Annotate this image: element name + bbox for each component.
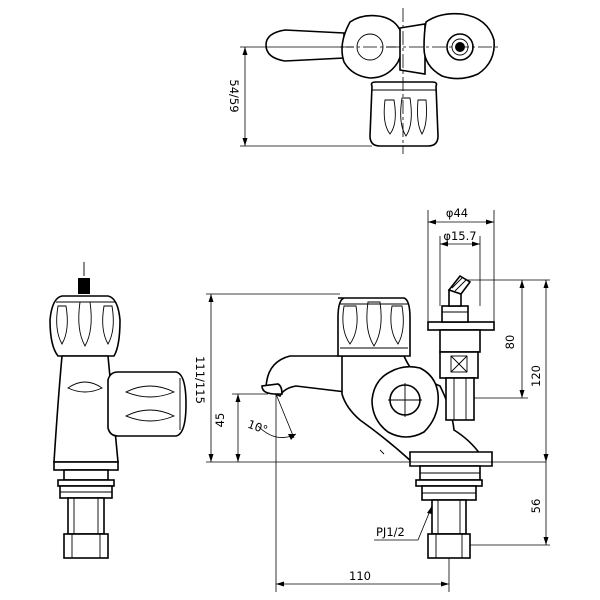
top-view-base-knob [369, 81, 439, 147]
total-height-dim: 120 [529, 365, 543, 387]
top-view-lever-handle [265, 29, 345, 62]
thread-leader-line [374, 505, 433, 541]
side-view-upper-handle [49, 295, 121, 357]
front-view-upper-fitting [441, 305, 469, 323]
front-view-inlet-pipe [445, 377, 475, 421]
outer-diameter-dim: φ44 [446, 206, 468, 220]
side-view-side-handle [107, 371, 187, 437]
front-view-bent-pipe [447, 274, 472, 295]
front-view: 111/115 45 10° φ44 φ15.7 80 [193, 206, 550, 592]
side-view-threaded-shank [67, 497, 105, 535]
upper-height-dim: 80 [503, 335, 517, 350]
spout-height-dim: 45 [213, 413, 227, 428]
inner-diameter-dim: φ15.7 [443, 229, 476, 243]
top-view-valve-body [399, 23, 426, 75]
front-view-base [409, 451, 493, 467]
spout-reach-dim: 110 [349, 569, 371, 583]
spout-angle-dim: 10° [246, 417, 270, 437]
front-view-bottom-nut [427, 533, 471, 559]
side-view-nut [63, 469, 109, 481]
front-view-handle-cap [337, 297, 411, 357]
shank-length-dim: 56 [529, 499, 543, 514]
side-view [49, 262, 187, 559]
side-view-base-flange [53, 461, 119, 471]
front-view-valve-housing [439, 329, 481, 353]
front-view-flange [427, 321, 495, 331]
thread-label: PJ1/2 [376, 525, 405, 539]
front-view-threaded-shank [431, 499, 467, 535]
top-view: 54/59 [227, 8, 500, 154]
top-view-height-dim: 54/59 [227, 79, 241, 112]
side-view-hot-marker [78, 278, 90, 294]
side-view-height-dim: 111/115 [193, 356, 207, 404]
side-view-bottom-nut [63, 533, 109, 559]
